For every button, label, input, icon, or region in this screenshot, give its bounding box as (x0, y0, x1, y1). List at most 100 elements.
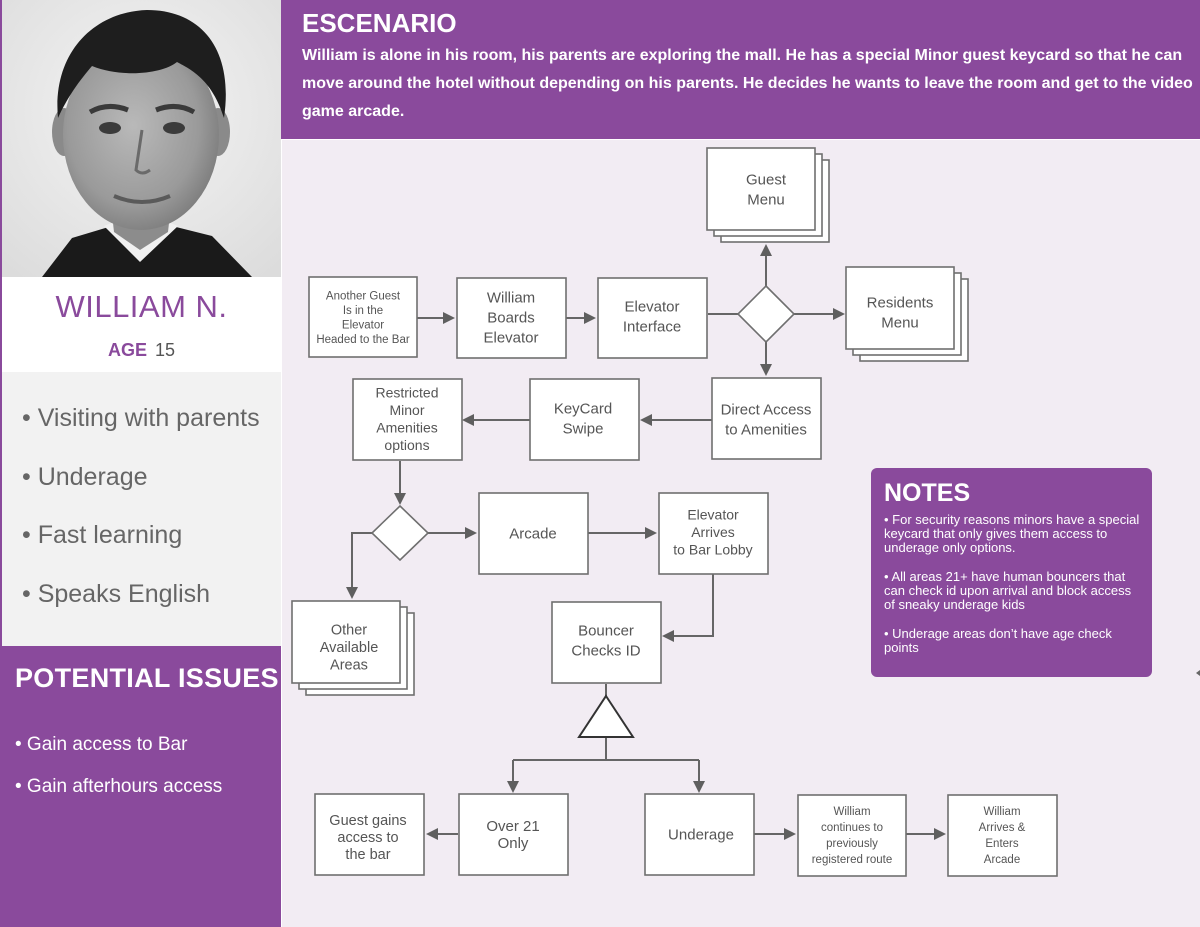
scenario-header: ESCENARIO William is alone in his room, … (281, 0, 1200, 139)
trait-item: • Fast learning (22, 521, 183, 549)
keycard-swipe-box (529, 378, 640, 461)
guest-gains-box (314, 793, 425, 876)
scenario-title: ESCENARIO (302, 8, 457, 38)
restricted-minor-box (352, 378, 463, 461)
label-line: Elevator (687, 506, 739, 522)
portrait-image (2, 0, 281, 277)
label-line: Over 21 (486, 818, 539, 835)
persona-name: WILLIAM N. (55, 289, 228, 324)
underage-label: Underage (668, 826, 734, 843)
label-line: to Amenities (725, 421, 807, 438)
arcade-label: Arcade (509, 525, 557, 542)
label-line: Arrives (691, 524, 735, 540)
label-line: Areas (330, 658, 368, 674)
age-value: 15 (154, 340, 176, 360)
label-line: Guest gains (329, 813, 406, 829)
note-item: • Underage areas don’t have age check po… (884, 626, 1112, 655)
label-line: Elevator (483, 329, 538, 346)
label-line: Arrives & (979, 822, 1026, 834)
label-line: access to (337, 830, 398, 846)
over-21-box (458, 793, 569, 876)
label-line: the bar (345, 847, 390, 863)
label-line: registered route (812, 854, 893, 866)
label-line: to Bar Lobby (673, 541, 752, 557)
another-guest-box (308, 276, 418, 358)
label-line: Minor (389, 402, 424, 418)
label-line: Enters (985, 838, 1018, 850)
label-line: Headed to the Bar (316, 334, 410, 346)
label-line: Restricted (375, 385, 438, 401)
notes-title: NOTES (884, 479, 971, 507)
guest-menu-box (706, 147, 816, 231)
william-continues-label: William continues to previously registered … (812, 806, 893, 866)
issue-item: • Gain afterhours access (15, 776, 223, 797)
label-line: Interface (623, 318, 681, 335)
persona-card: WILLIAM N. AGE 15 (2, 277, 281, 372)
age-label: AGE (107, 340, 147, 360)
edge-arrow-icon (1196, 670, 1200, 676)
connector-arrow (662, 574, 714, 642)
merge-triangle (577, 694, 635, 738)
label-line: Arcade (984, 854, 1020, 866)
label-line: Direct Access (721, 401, 812, 418)
menu-decision-diamond (736, 284, 796, 344)
label-line: Elevator (342, 319, 384, 331)
persona-age: AGE 15 (2, 340, 281, 361)
label-line: Menu (747, 191, 785, 208)
label-line: Boards (487, 309, 535, 326)
bouncer-checks-box (551, 601, 662, 684)
label-line: Residents (867, 294, 934, 311)
scenario-text: William is alone in his room, his parent… (302, 47, 1193, 120)
william-arrives-box (947, 794, 1058, 877)
elevator-interface-box (597, 277, 708, 359)
direct-access-label: Direct Access to Amenities (721, 401, 812, 438)
direct-access-box (711, 377, 822, 460)
label-line: Amenities (376, 420, 437, 436)
other-areas-box (291, 600, 401, 684)
label-line: Elevator (624, 298, 679, 315)
william-continues-box (797, 794, 907, 877)
label-line: William (833, 806, 870, 818)
connector-arrow (346, 532, 372, 599)
label-line: William (487, 289, 535, 306)
label-line: Swipe (563, 420, 604, 437)
label-line: previously (826, 838, 878, 850)
label-line: Checks ID (571, 642, 640, 659)
label-line: Is in the (343, 305, 383, 317)
label-line: Another Guest (326, 290, 401, 302)
elevator-arrives-box (658, 492, 769, 575)
arcade-box (478, 492, 589, 575)
label-line: Arcade (509, 525, 557, 542)
label-line: Other (331, 623, 367, 639)
label-line: Bouncer (578, 622, 634, 639)
amenities-decision-diamond (370, 504, 430, 562)
label-line: continues to (821, 822, 883, 834)
label-line: options (384, 437, 429, 453)
underage-box (644, 793, 755, 876)
persona-traits: • Visiting with parents • Underage • Fas… (2, 372, 281, 646)
label-line: KeyCard (554, 400, 612, 417)
notes-panel: NOTES • For security reasons minors have… (871, 468, 1152, 677)
note-item: • For security reasons minors have a spe… (884, 512, 1140, 555)
label-line: William (983, 806, 1020, 818)
residents-menu-box (845, 266, 955, 350)
trait-item: • Visiting with parents (22, 404, 260, 432)
william-boards-box (456, 277, 567, 359)
label-line: Underage (668, 826, 734, 843)
persona-photo (2, 0, 281, 277)
potential-issues-title: POTENTIAL ISSUES (15, 663, 279, 693)
label-line: Available (320, 640, 379, 656)
